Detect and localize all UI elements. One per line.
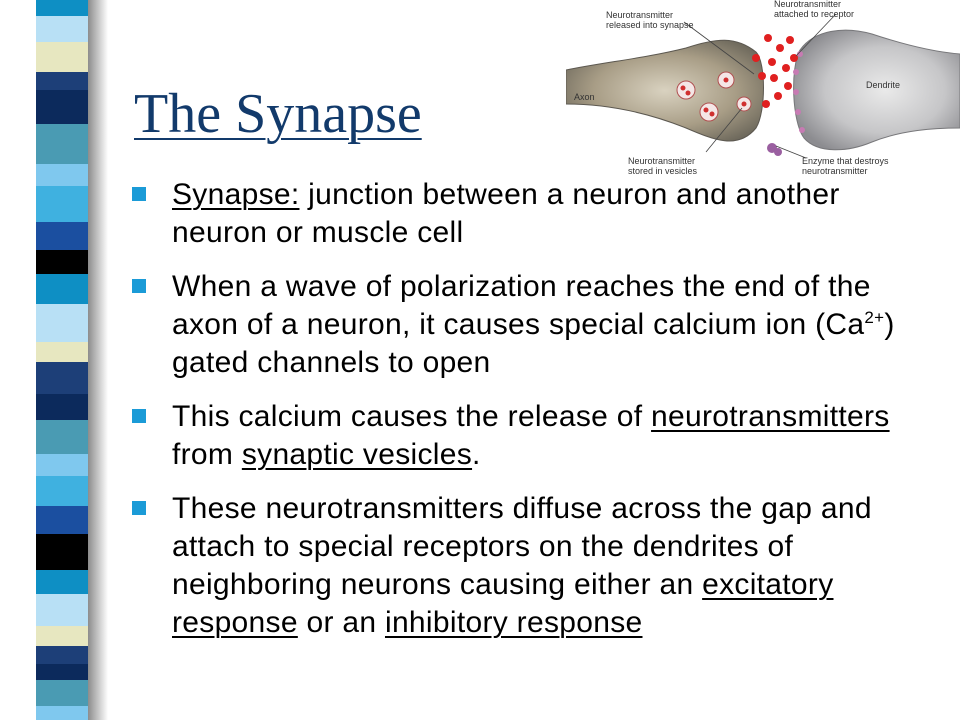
bullet-text-body: When a wave of polarization reaches the … [172, 270, 871, 341]
superscript-charge: 2+ [864, 308, 885, 327]
stripe-block [36, 304, 88, 342]
link-excitatory-response[interactable]: excitatory response [172, 568, 834, 639]
bullet-square-icon [132, 409, 146, 423]
bullet-text-body: These neurotransmitters diffuse across t… [172, 492, 872, 601]
bullet-text: When a wave of polarization reaches the … [172, 268, 932, 382]
stripe-block [36, 570, 88, 594]
stripe-block [36, 664, 88, 680]
synapse-illustration: Neurotransmitter released into synapse N… [565, 0, 960, 178]
bullet-text-body: . [472, 438, 481, 471]
label-nt-released-2: released into synapse [606, 20, 694, 30]
bullet-text-body: or an [297, 606, 385, 639]
label-nt-stored-2: stored in vesicles [628, 166, 698, 176]
label-enzyme-2: neurotransmitter [802, 166, 868, 176]
stripe-block [36, 42, 88, 72]
dendrite [793, 29, 960, 151]
synapse-diagram: Neurotransmitter released into synapse N… [565, 0, 960, 176]
stripe-block [36, 506, 88, 534]
bullet-square-icon [132, 187, 146, 201]
label-enzyme: Enzyme that destroys [802, 156, 889, 166]
stripe-block [36, 476, 88, 506]
receptors [793, 51, 805, 133]
axon-terminal [565, 39, 764, 142]
term-synapse: Synapse: [172, 178, 300, 211]
vesicles [676, 71, 752, 122]
neurotransmitters [752, 34, 798, 108]
bullet-item: When a wave of polarization reaches the … [132, 268, 932, 382]
stripe-block [36, 72, 88, 90]
enzyme [767, 143, 782, 156]
decorative-stripe [36, 0, 88, 720]
bullet-text: Synapse: junction between a neuron and a… [172, 176, 932, 252]
stripe-block [36, 0, 88, 16]
label-nt-attached: Neurotransmitter [774, 0, 841, 9]
bullet-text: These neurotransmitters diffuse across t… [172, 490, 932, 642]
label-axon: Axon [574, 92, 595, 102]
link-synaptic-vesicles[interactable]: synaptic vesicles [241, 438, 473, 471]
stripe-block [36, 16, 88, 42]
bullet-text-body: ) gated channels to open [172, 308, 895, 379]
stripe-block [36, 454, 88, 476]
stripe-block [36, 186, 88, 222]
stripe-block [36, 534, 88, 570]
label-dendrite: Dendrite [866, 80, 900, 90]
link-neurotransmitters[interactable]: neurotransmitters [651, 400, 890, 433]
bullet-text-body: junction between a neuron and another ne… [172, 178, 840, 249]
stripe-block [36, 394, 88, 420]
stripe-block [36, 626, 88, 646]
stripe-block [36, 222, 88, 250]
bullet-list: Synapse: junction between a neuron and a… [132, 176, 932, 658]
stripe-block [36, 646, 88, 664]
slide-title: The Synapse [134, 83, 422, 145]
stripe-block [36, 680, 88, 706]
bullet-text: This calcium causes the release of neuro… [172, 398, 932, 474]
stripe-block [36, 594, 88, 626]
bullet-square-icon [132, 279, 146, 293]
bullet-item: These neurotransmitters diffuse across t… [132, 490, 932, 642]
stripe-block [36, 90, 88, 124]
stripe-block [36, 164, 88, 186]
stripe-block [36, 124, 88, 164]
stripe-block [36, 342, 88, 362]
bullet-text-body: This calcium causes the release of [172, 400, 652, 433]
stripe-block [36, 706, 88, 720]
link-inhibitory-response[interactable]: inhibitory response [384, 606, 643, 639]
bullet-item: Synapse: junction between a neuron and a… [132, 176, 932, 252]
bullet-item: This calcium causes the release of neuro… [132, 398, 932, 474]
stripe-block [36, 362, 88, 394]
label-nt-released: Neurotransmitter [606, 10, 673, 20]
bullet-square-icon [132, 501, 146, 515]
label-nt-stored: Neurotransmitter [628, 156, 695, 166]
stripe-block [36, 420, 88, 454]
stripe-block [36, 250, 88, 274]
label-nt-attached-2: attached to receptor [774, 9, 854, 19]
stripe-block [36, 274, 88, 304]
bullet-text-body: from [172, 438, 242, 471]
stripe-shadow [88, 0, 108, 720]
